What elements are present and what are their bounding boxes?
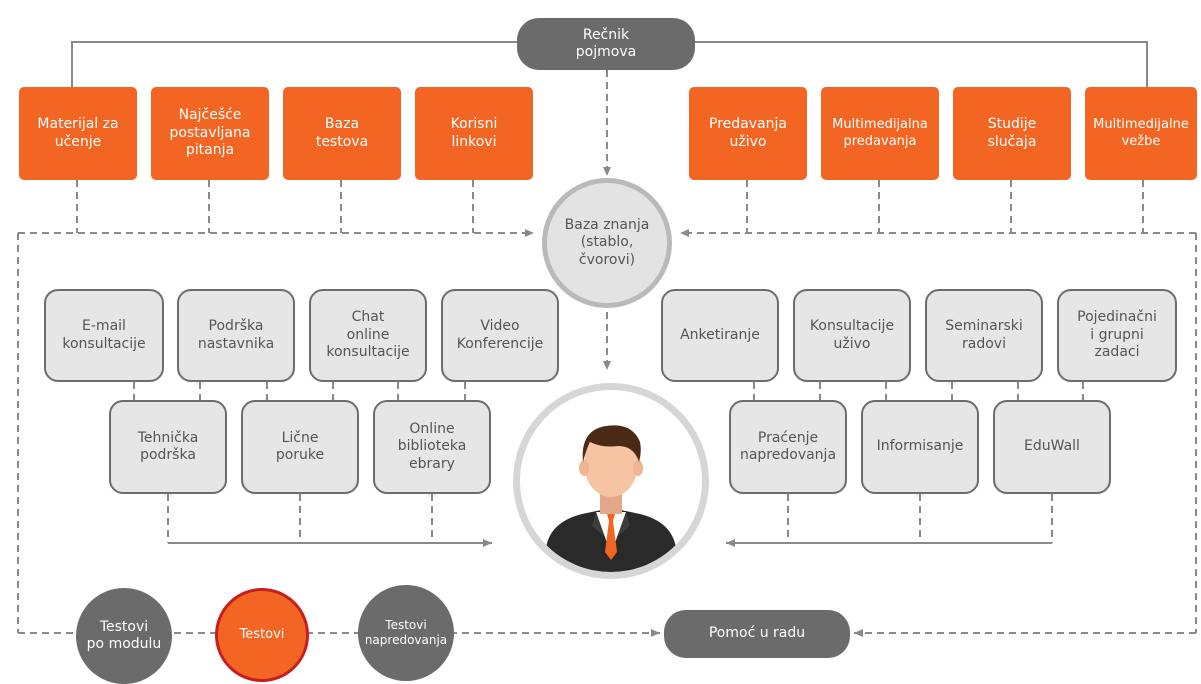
email-consultations-box: E-mail konsultacije (44, 289, 164, 382)
dictionary-node: Rečnik pojmova (517, 18, 695, 70)
live-lectures-box: Predavanja uživo (689, 87, 807, 180)
chat-consultations-box: Chat online konsultacije (309, 289, 427, 382)
user-avatar (513, 383, 709, 579)
learning-material-box: Materijal za učenje (19, 87, 137, 180)
surveys-box: Anketiranje (661, 289, 779, 382)
tests-node: Testovi (215, 588, 309, 682)
faq-box: Najčešće postavljana pitanja (151, 87, 269, 180)
progress-tests-node: Testovi napredovanja (358, 585, 454, 681)
case-studies-box: Studije slučaja (953, 87, 1071, 180)
useful-links-box: Korisni linkovi (415, 87, 533, 180)
knowledge-base-node: Baza znanja (stablo, čvorovi) (542, 178, 672, 308)
online-library-box: Online biblioteka ebrary (373, 400, 491, 494)
assignments-box: Pojedinačni i grupni zadaci (1057, 289, 1177, 382)
personal-messages-box: Lične poruke (241, 400, 359, 494)
multimedia-lectures-box: Multimedijalna predavanja (821, 87, 939, 180)
tests-by-module-node: Testovi po modulu (76, 588, 172, 684)
multimedia-exercises-box: Multimedijalne vežbe (1085, 87, 1197, 180)
video-conferences-box: Video Konferencije (441, 289, 559, 382)
technical-support-box: Tehnička podrška (109, 400, 227, 494)
informing-box: Informisanje (861, 400, 979, 494)
seminar-papers-box: Seminarski radovi (925, 289, 1043, 382)
test-base-box: Baza testova (283, 87, 401, 180)
teacher-support-box: Podrška nastavnika (177, 289, 295, 382)
user-avatar-icon (546, 425, 676, 572)
eduwall-box: EduWall (993, 400, 1111, 494)
help-node: Pomoć u radu (664, 610, 850, 658)
progress-tracking-box: Praćenje napredovanja (729, 400, 847, 494)
live-consultations-box: Konsultacije uživo (793, 289, 911, 382)
